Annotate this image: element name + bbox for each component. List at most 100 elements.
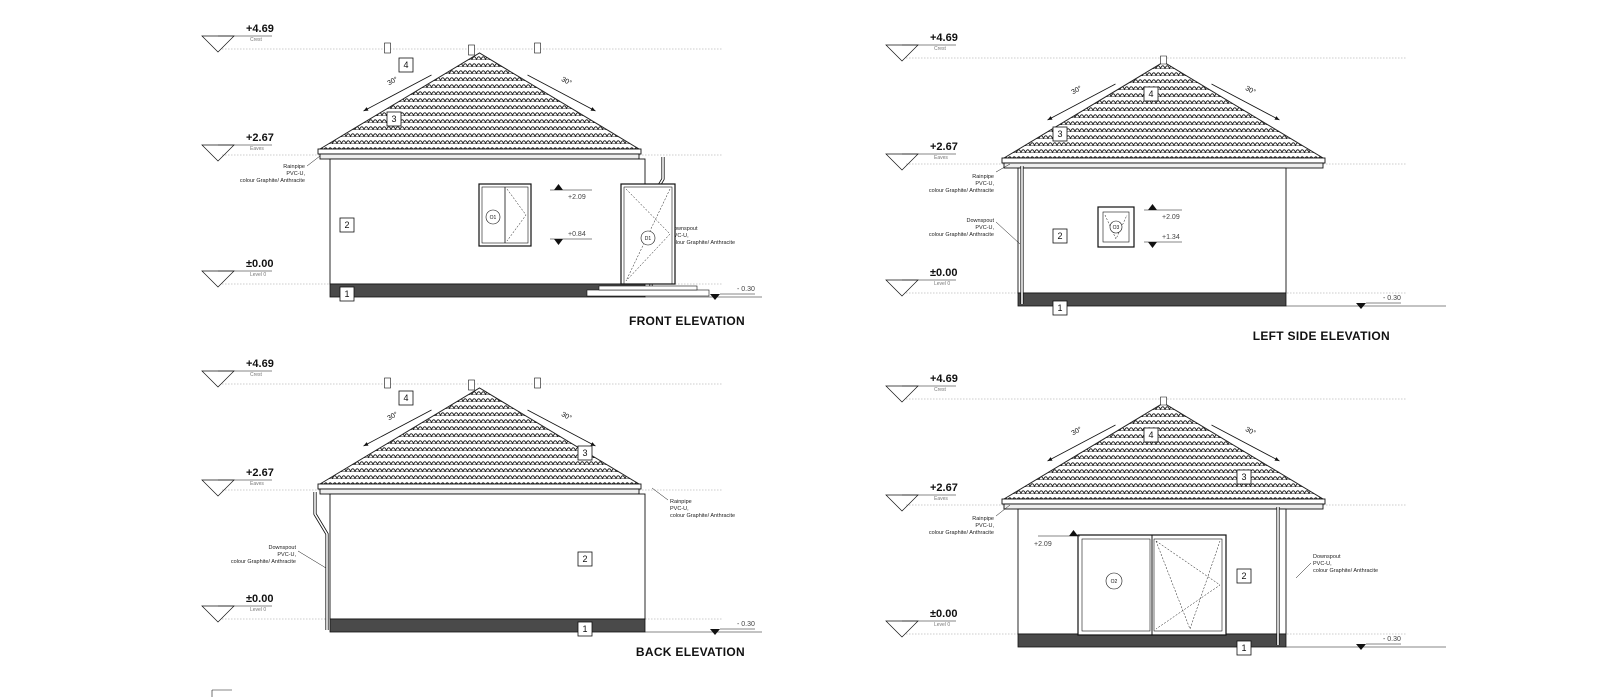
entry-step-upper bbox=[598, 285, 698, 291]
callout-number: 4 bbox=[403, 393, 408, 403]
callout-box bbox=[577, 621, 593, 637]
callout-number: 4 bbox=[1148, 89, 1153, 99]
callout-tag: 2 bbox=[1052, 228, 1068, 244]
pitch-line bbox=[363, 74, 432, 112]
callout-box bbox=[1052, 126, 1068, 142]
level-label: Eaves bbox=[934, 496, 948, 502]
level-triangle bbox=[201, 35, 235, 53]
callout-number: 1 bbox=[344, 289, 349, 299]
gutter bbox=[1003, 503, 1324, 510]
callout-number: 4 bbox=[1148, 430, 1153, 440]
roof-tiles bbox=[1002, 402, 1325, 500]
level-value: ±0.00 bbox=[930, 267, 957, 279]
pitch-arrowhead bbox=[363, 442, 369, 446]
callout-tag: 2 bbox=[577, 551, 593, 567]
pitch-line bbox=[527, 409, 596, 447]
pitch-arrowhead bbox=[590, 442, 596, 446]
callout-number: 2 bbox=[582, 554, 587, 564]
roof-vent bbox=[534, 377, 541, 389]
callout-tag: 4 bbox=[398, 57, 414, 73]
elevation-title: BACK ELEVATION bbox=[636, 645, 745, 659]
annotation-leader bbox=[995, 504, 1011, 517]
level-triangle bbox=[885, 279, 919, 297]
dim-arrow bbox=[1069, 530, 1078, 536]
pitch-line bbox=[1211, 424, 1280, 462]
callout-box bbox=[1052, 228, 1068, 244]
elevation-title: FRONT ELEVATION bbox=[629, 314, 745, 328]
dim-value: +2.09 bbox=[568, 194, 586, 201]
entry-step bbox=[586, 289, 710, 297]
dim-arrow bbox=[1148, 204, 1157, 210]
pitch-line bbox=[1211, 83, 1280, 121]
ground-level-value: - 0.30 bbox=[1383, 636, 1401, 643]
level-triangle bbox=[885, 385, 919, 403]
annotation-line: PVC-U, bbox=[670, 506, 689, 512]
callout-tag: 1 bbox=[577, 621, 593, 637]
level-value: +4.69 bbox=[930, 373, 958, 385]
callout-box bbox=[1236, 568, 1252, 584]
plinth-base bbox=[329, 618, 646, 633]
annotation-leader bbox=[297, 550, 327, 569]
callout-box bbox=[1236, 640, 1252, 656]
annotation-leader bbox=[306, 155, 321, 167]
annotation-line: colour Graphite/ Anthracite bbox=[670, 240, 735, 246]
pitch-arrowhead bbox=[1274, 116, 1280, 120]
wall-body bbox=[329, 493, 646, 620]
callout-tag: 3 bbox=[1052, 126, 1068, 142]
roof-vent bbox=[384, 377, 391, 389]
opening-tag: O1 bbox=[490, 215, 497, 221]
pitch-line bbox=[1047, 83, 1116, 121]
level-label: Crest bbox=[934, 46, 947, 52]
annotation-line: colour Graphite/ Anthracite bbox=[670, 513, 735, 519]
window-swing bbox=[506, 188, 527, 242]
dim-arrow bbox=[554, 184, 563, 190]
callout-tag: 2 bbox=[1236, 568, 1252, 584]
ground-marker bbox=[710, 294, 720, 300]
window-swing bbox=[1104, 214, 1128, 240]
pitch-line bbox=[363, 409, 432, 447]
annotation-line: colour Graphite/ Anthracite bbox=[929, 530, 994, 536]
annotation-line: Rainpipe bbox=[670, 499, 692, 505]
gutter bbox=[319, 153, 640, 160]
fixed-panel bbox=[1081, 538, 1151, 632]
pitch-label: 30° bbox=[386, 410, 399, 422]
dim-value: +2.09 bbox=[1162, 214, 1180, 221]
ridge-finial bbox=[1160, 396, 1167, 406]
annotation-line: Downspout bbox=[1313, 554, 1341, 560]
callout-box bbox=[398, 57, 414, 73]
annotation-line: Downspout bbox=[670, 226, 698, 232]
callout-box bbox=[339, 217, 355, 233]
roof-vent bbox=[534, 42, 541, 54]
fascia-board bbox=[1001, 157, 1326, 164]
roof-vent bbox=[468, 379, 475, 391]
annotation-line: PVC-U, bbox=[1313, 561, 1332, 567]
annotation-line: colour Graphite/ Anthracite bbox=[1313, 568, 1378, 574]
door-swing bbox=[1155, 540, 1221, 630]
fascia-board bbox=[317, 148, 642, 155]
level-value: +4.69 bbox=[246, 23, 274, 35]
callout-box bbox=[1143, 86, 1159, 102]
level-value: ±0.00 bbox=[246, 258, 273, 270]
ground-marker bbox=[710, 629, 720, 635]
level-triangle bbox=[885, 44, 919, 62]
ground-marker bbox=[1356, 303, 1366, 309]
callout-number: 4 bbox=[403, 60, 408, 70]
level-value: ±0.00 bbox=[246, 593, 273, 605]
annotation-line: Rainpipe bbox=[283, 164, 305, 170]
roof-tiles bbox=[318, 52, 641, 150]
callout-tag: 1 bbox=[1236, 640, 1252, 656]
dim-value: +2.09 bbox=[1034, 541, 1052, 548]
level-triangle bbox=[201, 605, 235, 623]
ground-marker bbox=[1356, 644, 1366, 650]
